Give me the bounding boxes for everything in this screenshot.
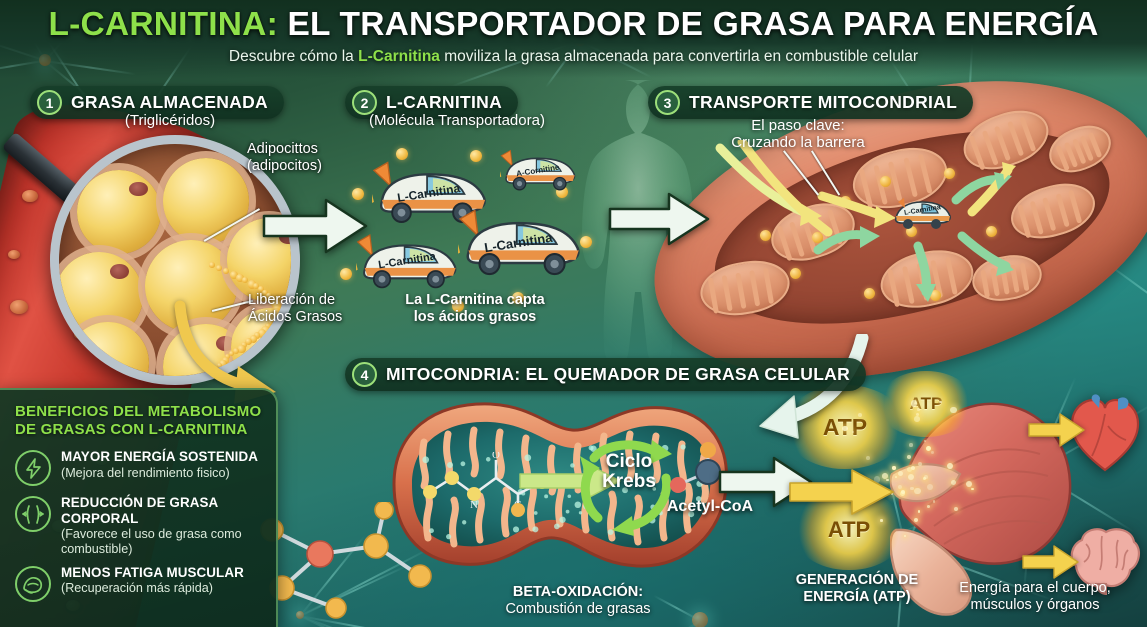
- carnitine-car-4: L-Carnitina: [458, 208, 584, 276]
- caption-beta-oxidation: BETA-OXIDACIÓN: Combustión de grasas: [468, 584, 688, 619]
- step-title-4: MITOCONDRIA: EL QUEMADOR DE GRASA CELULA…: [386, 364, 850, 385]
- caption-organs-line2: músculos y órganos: [930, 597, 1140, 614]
- benefit-name-fatigue: MENOS FATIGA MUSCULAR: [61, 565, 244, 580]
- arrow-atp-to-muscle: [788, 468, 896, 516]
- molecule-chain: [258, 502, 438, 626]
- benefits-title: BENEFICIOS DEL METABOLISMO DE GRASAS CON…: [15, 403, 264, 438]
- benefits-title-line1: BENEFICIOS DEL METABOLISMO: [15, 403, 264, 421]
- arrow-to-heart: [1028, 413, 1086, 447]
- benefit-item-energy: MAYOR ENERGÍA SOSTENIDA (Mejora del rend…: [15, 449, 264, 486]
- benefit-item-fat-reduction: REDUCCIÓN DE GRASA CORPORAL (Favorece el…: [15, 495, 264, 556]
- step-subtitle-2: (Molécula Transportadora): [352, 113, 562, 130]
- callout-fatty-acids-line1: Liberación de: [248, 292, 342, 309]
- caption-organs-line1: Energía para el cuerpo,: [930, 580, 1140, 597]
- lightning-bolt-icon: [15, 450, 51, 486]
- benefit-desc-fatigue: (Recuperación más rápida): [61, 581, 244, 596]
- step-number-3: 3: [655, 90, 680, 115]
- step-subtitle-3-line2: Cruzando la barrera: [700, 135, 896, 152]
- carnitine-car-in-fibre: L-Carnitina: [892, 196, 954, 230]
- benefits-panel: BENEFICIOS DEL METABOLISMO DE GRASAS CON…: [0, 388, 278, 627]
- step-subtitle-3-line1: El paso clave:: [700, 118, 896, 135]
- arrow-to-brain: [1022, 545, 1080, 579]
- atp-burst-2: ATP: [900, 386, 952, 422]
- caption-carnitine-capture: La L-Carnitina capta los ácidos grasos: [370, 292, 580, 327]
- callout-fatty-acids-line2: Ácidos Grasos: [248, 309, 342, 326]
- subtitle-before: Descubre cómo la: [229, 48, 358, 65]
- page-title-highlight: L-CARNITINA:: [49, 6, 278, 43]
- page-title-rest: EL TRANSPORTADOR DE GRASA PARA ENERGÍA: [278, 6, 1099, 43]
- callout-adipocytes: Adipocittos (adipocitos): [247, 141, 322, 174]
- step-title-1: GRASA ALMACENADA: [71, 92, 268, 113]
- callout-fatty-acids: Liberación de Ácidos Grasos: [248, 292, 342, 325]
- benefit-item-fatigue: MENOS FATIGA MUSCULAR (Recuperación más …: [15, 565, 264, 602]
- krebs-line-2: Krebs: [586, 472, 672, 492]
- page-title: L-CARNITINA: EL TRANSPORTADOR DE GRASA P…: [0, 6, 1147, 44]
- caption-energy-line2: ENERGÍA (ATP): [772, 589, 942, 606]
- arrow-fat-to-carnitine: [262, 196, 370, 256]
- header: L-CARNITINA: EL TRANSPORTADOR DE GRASA P…: [0, 0, 1147, 78]
- krebs-cycle-label: Ciclo Krebs: [586, 452, 672, 492]
- subtitle-highlight: L-Carnitina: [358, 48, 440, 65]
- caption-organs-energy: Energía para el cuerpo, músculos y órgan…: [930, 580, 1140, 615]
- step-header-4: 4 MITOCONDRIA: EL QUEMADOR DE GRASA CELU…: [345, 358, 866, 391]
- waist-slimming-icon: [15, 496, 51, 532]
- caption-beta-line1: BETA-OXIDACIÓN:: [468, 584, 688, 601]
- caption-beta-line2: Combustión de grasas: [468, 601, 688, 618]
- caption-energy-generation: GENERACIÓN DE ENERGÍA (ATP): [772, 572, 942, 607]
- step-number-1: 1: [37, 90, 62, 115]
- step-number-4: 4: [352, 362, 377, 387]
- subtitle-after: moviliza la grasa almacenada para conver…: [440, 48, 918, 65]
- benefit-name-fat-reduction: REDUCCIÓN DE GRASA CORPORAL: [61, 495, 264, 526]
- benefit-desc-energy: (Mejora del rendimiento fisico): [61, 466, 258, 481]
- flexed-biceps-icon: [15, 566, 51, 602]
- svg-text:O: O: [492, 452, 500, 461]
- benefits-title-line2: DE GRASAS CON L-CARNITINA: [15, 421, 264, 439]
- step-title-2: L-CARNITINA: [386, 92, 502, 113]
- atp-label-3: ATP: [828, 517, 870, 543]
- caption-energy-line1: GENERACIÓN DE: [772, 572, 942, 589]
- step-subtitle-3: El paso clave: Cruzando la barrera: [700, 118, 896, 152]
- callout-adipocytes-line2: (adipocitos): [247, 158, 322, 175]
- step-title-3: TRANSPORTE MITOCONDRIAL: [689, 92, 957, 113]
- caption-carnitine-line2: los ácidos grasos: [370, 309, 580, 326]
- carnitine-car-3: L-Carnitina: [356, 232, 460, 290]
- step-subtitle-1: (Triglicéridos): [62, 113, 278, 130]
- benefit-name-energy: MAYOR ENERGÍA SOSTENIDA: [61, 449, 258, 464]
- page-subtitle: Descubre cómo la L-Carnitina moviliza la…: [0, 48, 1147, 66]
- caption-carnitine-line1: La L-Carnitina capta: [370, 292, 580, 309]
- step-header-3: 3 TRANSPORTE MITOCONDRIAL: [648, 86, 973, 119]
- benefit-desc-fat-reduction: (Favorece el uso de grasa como combustib…: [61, 527, 264, 556]
- callout-adipocytes-line1: Adipocittos: [247, 141, 322, 158]
- carnitine-car-2: A-Cornitine: [500, 148, 578, 192]
- arrow-carnitine-to-transport: [608, 190, 712, 248]
- krebs-line-1: Ciclo: [586, 452, 672, 472]
